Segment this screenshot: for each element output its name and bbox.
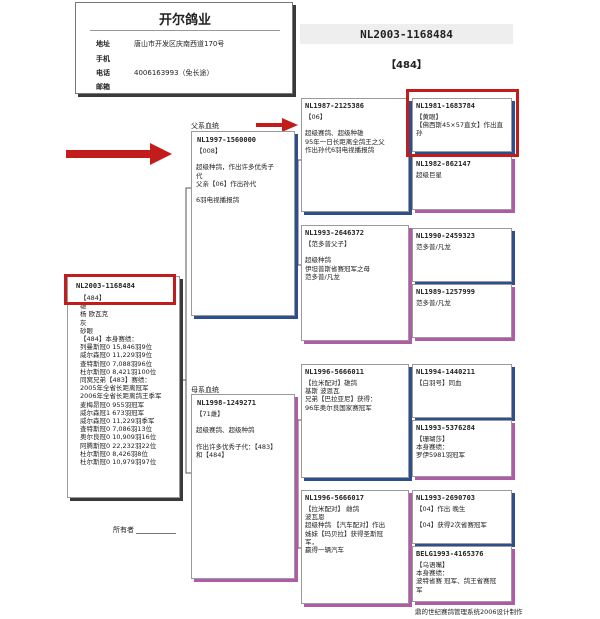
dd-dam-ring: BELG1993-4165376 [416, 550, 484, 558]
mobile-value [134, 54, 136, 62]
mobile-label: 手机 [96, 55, 110, 63]
sire-dam-details: 【范多普父子】 超级种鸽 伊坦普斯省赛冠军之母范多普/凡龙 [305, 240, 370, 281]
subject-ring: NL2003-1168484 [76, 282, 136, 290]
owner-label: 所有者 [113, 526, 134, 534]
dd-dam-details: 【乌语嘴】本身赛绩：波特省赛 冠军、鸽王省赛冠军 [416, 561, 497, 594]
ss-sire-card: NL1981-1683784 【黄眼】【佛西斯45×57直女】作出直孙 [412, 98, 512, 152]
dam-sire-details: 【拉米配对】雄鸽 基斯 波恩瓦兄弟【巴拉亚尼】获得： 96年奥尔良国家赛冠军 [305, 379, 377, 412]
ds-sire-card: NL1994-1440211 【白羽号】同血 [412, 364, 512, 418]
dam-line-label: 母系血统 [191, 386, 219, 394]
address-value: 唐山市开发区庆南西道170号 [134, 40, 225, 48]
dd-sire-card: NL1993-2690703 【04】作出 晚生 【04】获得2次省赛冠军 [412, 490, 512, 544]
sd-dam-card: NL1989-1257999 范多普/凡龙 [412, 284, 512, 338]
sire-dam-ring: NL1993-2646372 [305, 229, 365, 237]
sire-ring: NL1997-1560000 [197, 136, 257, 144]
ss-dam-ring: NL1982-862147 [416, 160, 471, 168]
dam-ring: NL1998-1249271 [197, 399, 257, 407]
title-bar [300, 24, 513, 44]
sd-sire-details: 范多普/凡龙 [416, 243, 451, 251]
dd-sire-details: 【04】作出 晚生 【04】获得2次省赛冠军 [416, 505, 487, 530]
sire-details: 【008】 超级种鸽，作出许多优秀子 代父亲【06】作出孙代 6羽电视播报鸽 [196, 147, 274, 205]
sd-dam-details: 范多普/凡龙 [416, 299, 451, 307]
dam-sire-card: NL1996-5666011 【拉米配对】雄鸽 基斯 波恩瓦兄弟【巴拉亚尼】获得… [301, 364, 409, 478]
ss-dam-details: 超级巨星 [416, 171, 442, 179]
sd-sire-card: NL1990-2459323 范多普/凡龙 [412, 228, 512, 282]
ds-dam-ring: NL1993-5376284 [416, 424, 476, 432]
pigeon-name-title: 【484】 [386, 60, 427, 71]
ss-dam-card: NL1982-862147 超级巨星 [412, 156, 512, 210]
ds-sire-details: 【白羽号】同血 [416, 379, 462, 387]
sd-sire-ring: NL1990-2459323 [416, 232, 476, 240]
breeder-card: 开尔鸽业 地址 唐山市开发区庆南西道170号 手机 电话 4006163993（… [75, 2, 293, 94]
address-label: 地址 [96, 40, 110, 48]
email-value [134, 82, 136, 90]
phone-label: 电话 [96, 69, 110, 77]
company-name: 开尔鸽业 [158, 13, 211, 28]
dam-dam-details: 【拉米配对】 雌鸽 波瓦恩超级种鸽 【汽车配对】作出 姊妹【玛贝拉】获得圣斯冠军… [305, 505, 386, 555]
sd-dam-ring: NL1989-1257999 [416, 288, 476, 296]
ds-sire-ring: NL1994-1440211 [416, 368, 476, 376]
highlight-subject-ring [64, 274, 176, 305]
dam-card: NL1998-1249271 【71雌】 超级赛鸽、超级种鸽 作出许多优秀子代：… [191, 394, 295, 579]
sire-sire-card: NL1987-2125386 【06】 超级赛鸽、超级种雄 95年一日长距离全鸽… [301, 98, 409, 212]
subject-card: NL2003-1168484 【484】雄杨 欧瓦克 灰砂眼【484】本身赛绩：… [67, 276, 180, 498]
sire-card: NL1997-1560000 【008】 超级种鸽，作出许多优秀子 代父亲【06… [191, 131, 295, 316]
email-label: 邮箱 [96, 83, 110, 91]
dd-sire-ring: NL1993-2690703 [416, 494, 476, 502]
ss-sire-ring: NL1981-1683784 [416, 102, 476, 110]
sire-dam-card: NL1993-2646372 【范多普父子】 超级种鸽 伊坦普斯省赛冠军之母范多… [301, 225, 409, 341]
dd-dam-card: BELG1993-4165376 【乌语嘴】本身赛绩：波特省赛 冠军、鸽王省赛冠… [412, 546, 512, 602]
highlight-ancestor [406, 89, 519, 157]
sire-sire-details: 【06】 超级赛鸽、超级种雄 95年一日长距离全鸽王之父作出孙代6羽电视播报鸽 [305, 113, 385, 154]
sire-sire-ring: NL1987-2125386 [305, 102, 365, 110]
pigeon-ring-title: NL2003-1168484 [360, 28, 453, 41]
sire-line-label: 父系血统 [191, 122, 219, 130]
ss-sire-details: 【黄眼】【佛西斯45×57直女】作出直孙 [416, 113, 503, 138]
footer-text: 鼎的世纪赛鸽管理系统2006设计制作 [415, 608, 523, 616]
dam-sire-ring: NL1996-5666011 [305, 368, 365, 376]
dam-dam-ring: NL1996-5666017 [305, 494, 365, 502]
phone-value: 4006163993（免长途） [134, 69, 214, 77]
dam-details: 【71雌】 超级赛鸽、超级种鸽 作出许多优秀子代：【483】和【484】 [196, 410, 277, 460]
owner-underline [136, 533, 176, 534]
subject-details: 【484】雄杨 欧瓦克 灰砂眼【484】本身赛绩： 列曼斯冠0 15,846羽9… [80, 294, 162, 467]
dam-dam-card: NL1996-5666017 【拉米配对】 雌鸽 波瓦恩超级种鸽 【汽车配对】作… [301, 490, 409, 604]
ds-dam-card: NL1993-5376284 【珊瑚莎】本身赛绩：罗伊5981羽冠军 [412, 420, 512, 477]
company-divider [90, 30, 280, 31]
ds-dam-details: 【珊瑚莎】本身赛绩：罗伊5981羽冠军 [416, 435, 466, 460]
red-arrows [66, 118, 298, 165]
